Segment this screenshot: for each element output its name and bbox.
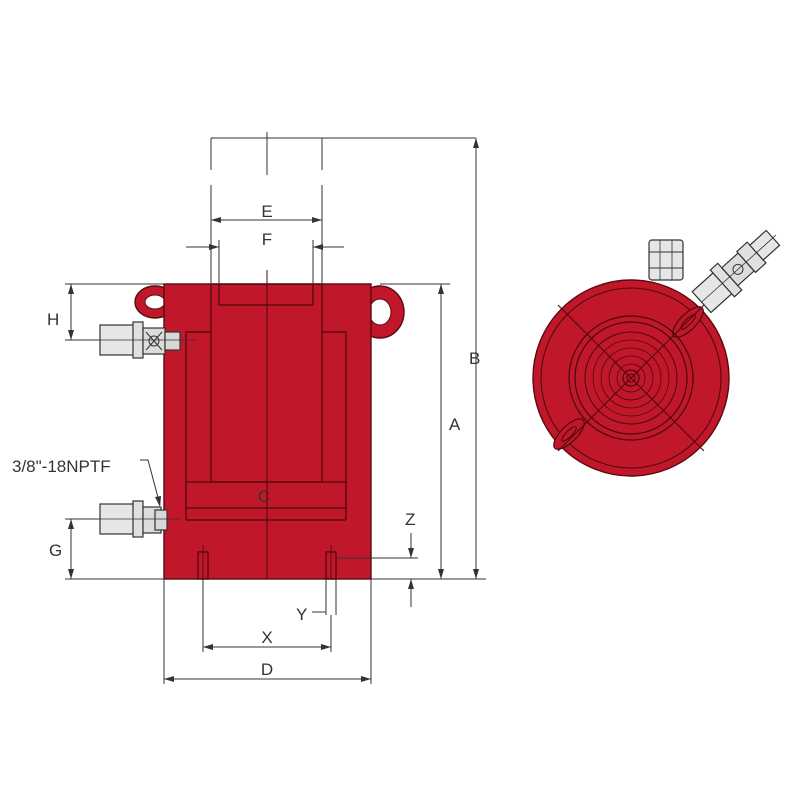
- label-port-thread: 3/8"-18NPTF: [12, 457, 111, 476]
- label-e: E: [261, 202, 272, 221]
- handle-icon: [672, 306, 704, 338]
- dimension-b: [450, 138, 486, 580]
- dimension-g: [65, 518, 164, 580]
- label-y: Y: [296, 605, 307, 624]
- top-view-center-lines: [557, 304, 705, 452]
- plunger-top-rings: [568, 315, 694, 441]
- dimension-x: [202, 579, 332, 652]
- fitting-icon: [648, 239, 684, 281]
- coupler-icon: [99, 500, 180, 538]
- dimension-d: [163, 579, 372, 684]
- label-a: A: [449, 415, 461, 434]
- dimension-f: [186, 240, 344, 284]
- label-f: F: [262, 230, 272, 249]
- port-thread-leader: [140, 459, 161, 507]
- label-z: Z: [405, 510, 415, 529]
- side-view: E F H G: [12, 132, 486, 684]
- dimension-z: [336, 533, 418, 607]
- label-b: B: [469, 349, 480, 368]
- plunger-extension-lines: [210, 132, 476, 175]
- coupler-icon: [691, 229, 781, 314]
- label-g: G: [49, 541, 62, 560]
- top-view: [532, 229, 781, 477]
- label-x: X: [261, 628, 272, 647]
- dimension-a: [371, 283, 450, 580]
- piston: [185, 481, 347, 521]
- label-d: D: [261, 660, 273, 679]
- cylinder-bore: [185, 331, 347, 508]
- handle-icon: [553, 418, 585, 450]
- coupler-icon: [99, 321, 196, 359]
- dimension-e: [210, 185, 323, 284]
- base-mounting-holes: [197, 545, 337, 580]
- dimension-y: [312, 579, 337, 615]
- label-h: H: [47, 310, 59, 329]
- dimension-h: [65, 283, 164, 341]
- label-c: C: [258, 487, 270, 506]
